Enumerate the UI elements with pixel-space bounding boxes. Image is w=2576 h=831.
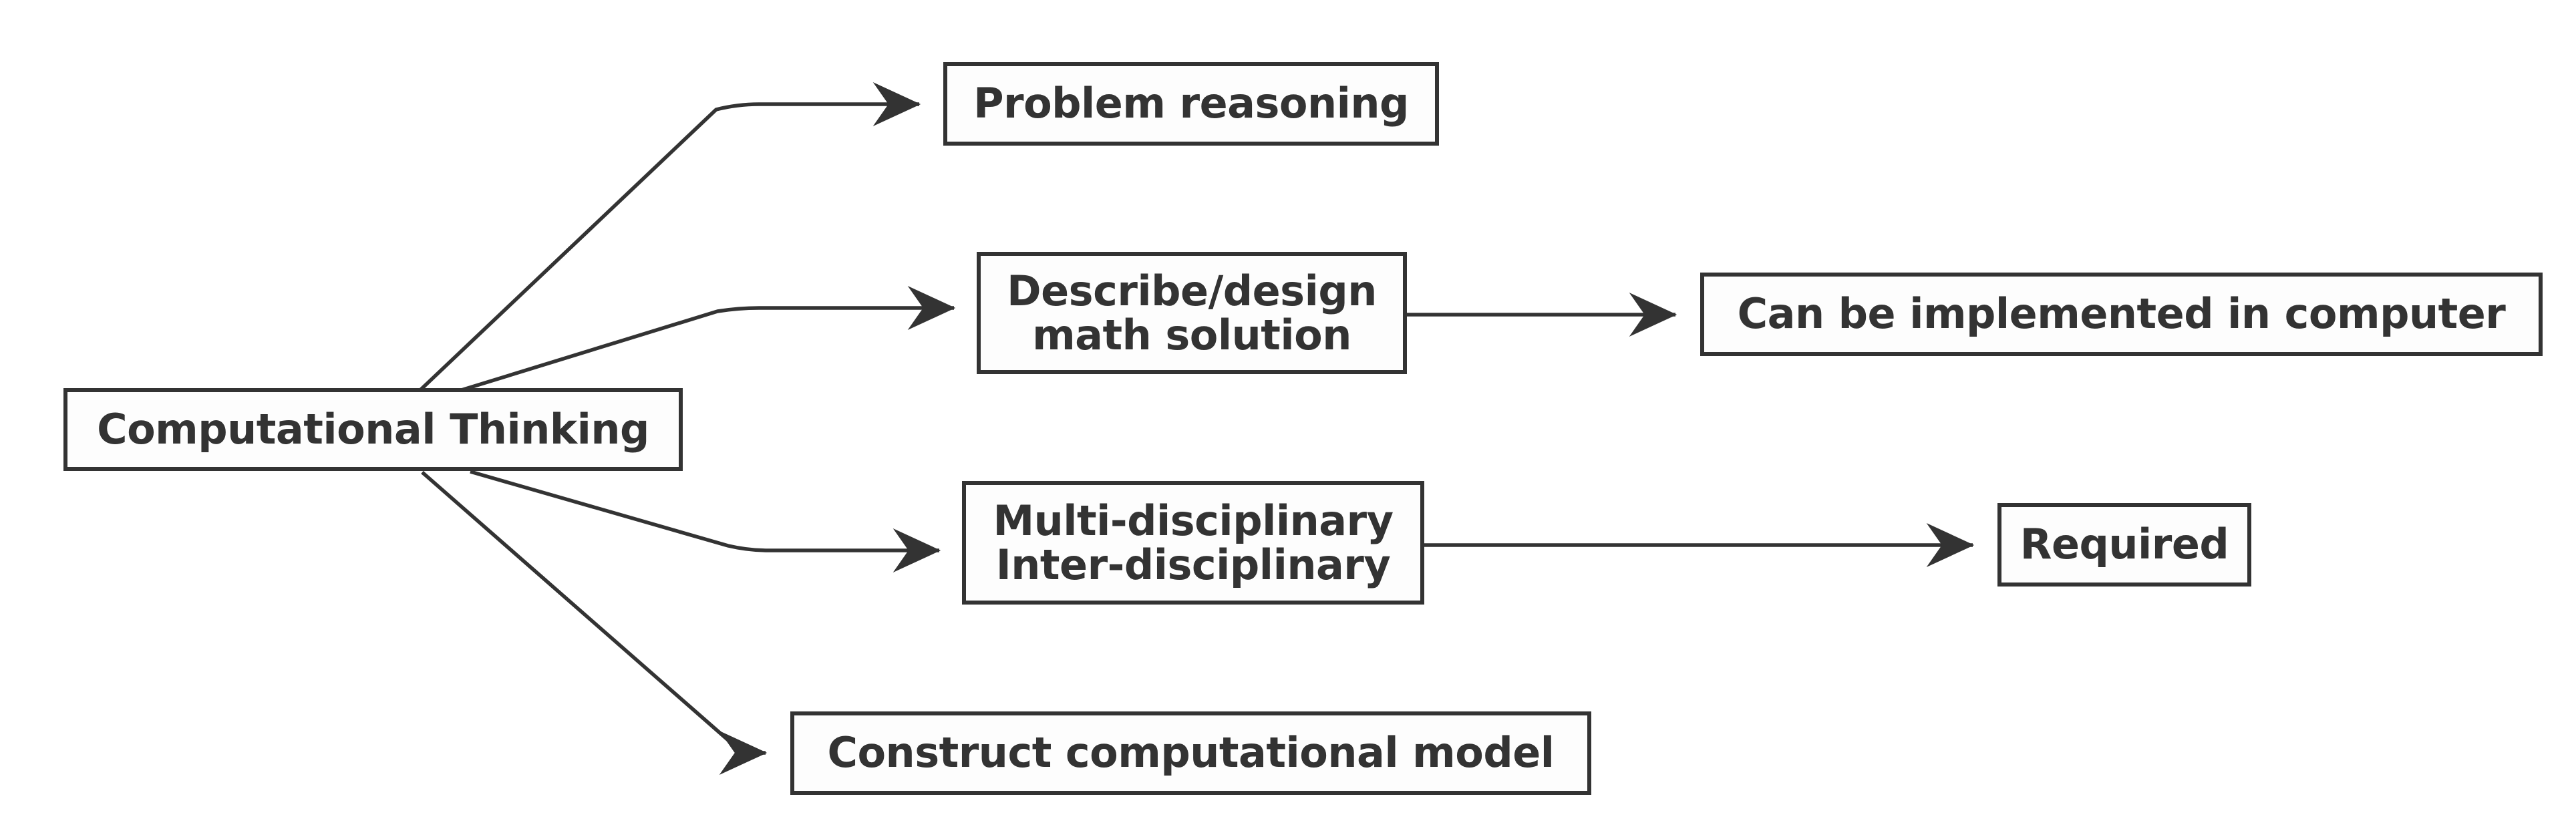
node-label: Multi-disciplinary Inter-disciplinary xyxy=(993,496,1394,589)
edge-root-to-construct-model xyxy=(421,470,768,775)
edge-root-to-describe-design xyxy=(456,286,956,393)
node-label: Required xyxy=(2020,520,2229,569)
node-can-be-implemented-in-computer[interactable]: Can be implemented in computer xyxy=(1700,273,2543,356)
node-label: Computational Thinking xyxy=(97,404,649,454)
node-label: Can be implemented in computer xyxy=(1737,289,2506,339)
node-describe-design-math-solution[interactable]: Describe/design math solution xyxy=(977,252,1407,374)
node-multi-inter-disciplinary[interactable]: Multi-disciplinary Inter-disciplinary xyxy=(962,481,1424,605)
edge-root-to-problem-reasoning xyxy=(420,82,921,391)
node-required[interactable]: Required xyxy=(1997,503,2251,587)
node-problem-reasoning[interactable]: Problem reasoning xyxy=(943,62,1439,146)
node-label: Construct computational model xyxy=(827,728,1555,778)
node-construct-computational-model[interactable]: Construct computational model xyxy=(790,711,1591,795)
edge-root-to-multi-inter xyxy=(470,470,941,572)
node-label: Describe/design math solution xyxy=(1007,266,1377,359)
node-computational-thinking[interactable]: Computational Thinking xyxy=(63,388,683,471)
node-label: Problem reasoning xyxy=(973,79,1409,128)
